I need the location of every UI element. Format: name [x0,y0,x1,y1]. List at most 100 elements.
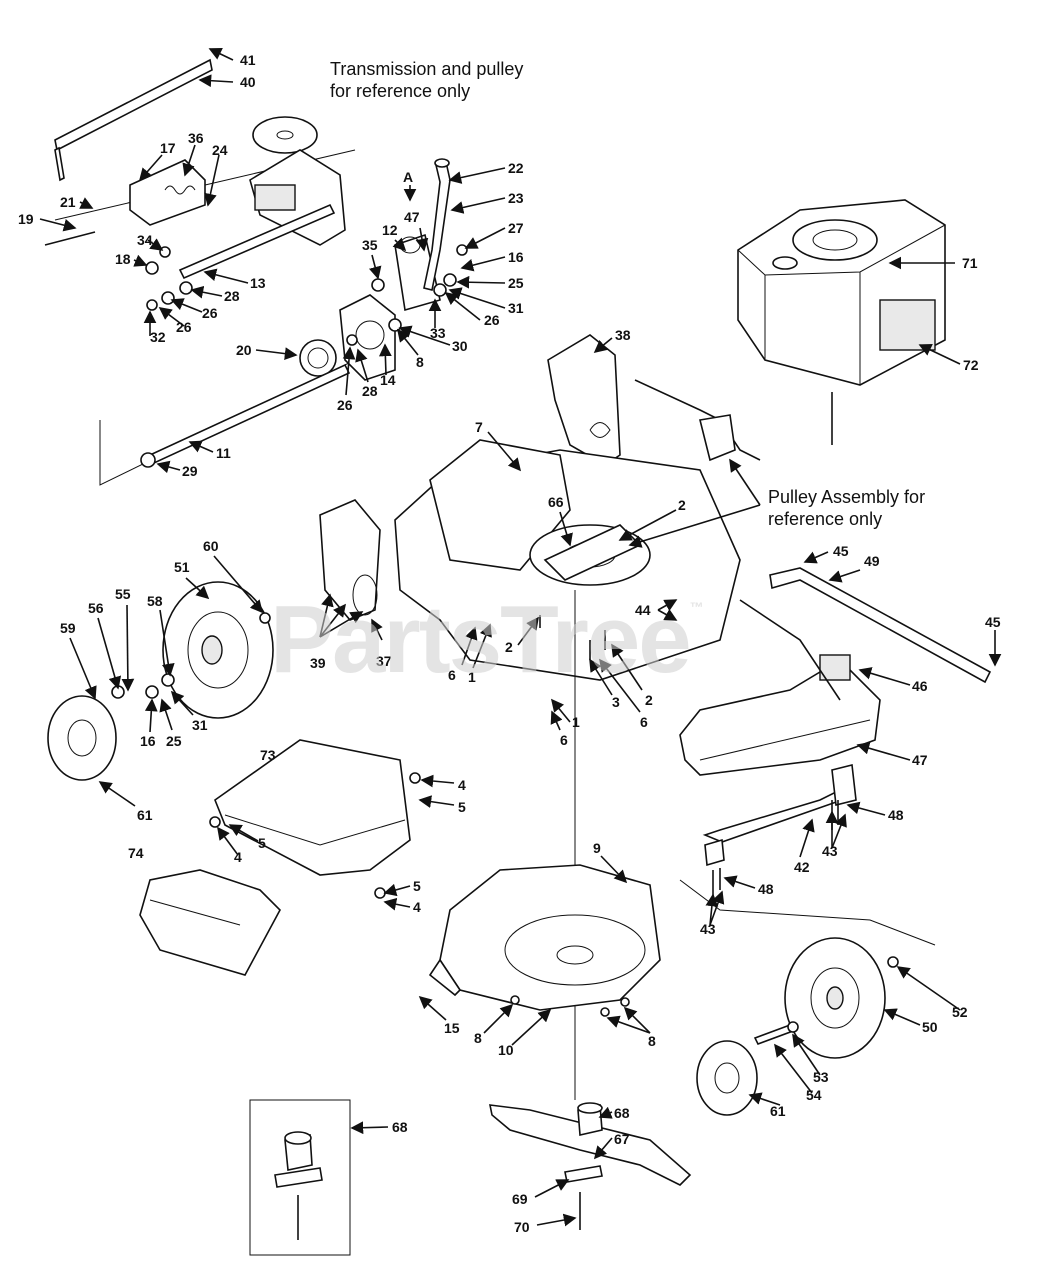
part-label: 2 [645,692,653,708]
part-label: 26 [176,319,192,335]
washer [145,261,159,275]
part-label: 14 [380,372,396,388]
transmission-gearbox [254,184,296,211]
engine-plate [547,334,621,466]
part-label: 48 [758,881,774,897]
part-label: 20 [236,342,252,358]
rear-flap-hinge [819,654,851,681]
watermark: PartsTree™ [270,585,704,695]
throttle-bracket [699,414,736,462]
pin-19 [44,231,96,246]
rear-axle [148,363,351,465]
part-label: 55 [115,586,131,602]
fuel-cap [772,256,798,270]
part-label: 39 [310,655,326,671]
part-label: 68 [614,1105,630,1121]
part-label: 1 [572,714,580,730]
part-label: 16 [508,249,524,265]
watermark-text: PartsTree [270,586,692,693]
part-label: 68 [392,1119,408,1135]
part-label: 59 [60,620,76,636]
part-label: 27 [508,220,524,236]
hex-shaft [178,203,336,280]
part-label: 10 [498,1042,514,1058]
part-label: 47 [912,752,928,768]
part-label: 3 [612,694,620,710]
part-label: 45 [833,543,849,559]
part-label: 40 [240,74,256,90]
part-label: 6 [560,732,568,748]
part-label: 13 [250,275,266,291]
part-label: 12 [382,222,398,238]
part-label: 31 [192,717,208,733]
part-label: 2 [505,639,513,655]
rear-axle-bar [702,788,843,843]
watermark-tm: ™ [689,599,704,615]
part-label: 45 [985,614,1001,630]
mower-blade [488,1104,692,1186]
pulley-note: Pulley Assembly for reference only [768,486,925,530]
part-label: 25 [166,733,182,749]
engine-air-filter [792,219,878,261]
part-label: 61 [137,807,153,823]
drive-bracket [129,159,206,226]
part-label: 29 [182,463,198,479]
part-label: 33 [430,325,446,341]
part-label: 4 [413,899,421,915]
baffle-bar [54,58,213,152]
leader-lines [39,48,1002,1227]
part-label: 43 [700,921,716,937]
part-label: 67 [614,1131,630,1147]
part-label: 5 [458,799,466,815]
rear-flap [679,658,881,776]
part-label: 35 [362,237,378,253]
part-label: 48 [888,807,904,823]
part-label: 28 [224,288,240,304]
part-label: 17 [160,140,176,156]
part-label: 4 [458,777,466,793]
part-label: 58 [147,593,163,609]
engine-muffler [879,299,936,351]
part-label: 8 [648,1033,656,1049]
part-label: 70 [514,1219,530,1235]
part-label: 71 [962,255,978,271]
part-label: 44 [635,602,651,618]
part-label: 26 [484,312,500,328]
blade-baffle [439,864,661,1011]
pulley-note-line: reference only [768,509,883,529]
part-label: 26 [337,397,353,413]
handle-bracket [769,567,992,684]
baffle-bracket [54,146,65,182]
part-label: 66 [548,494,564,510]
pulley-note-line: Pulley Assembly for [768,487,926,507]
part-label: 47 [404,209,420,225]
chute-cover [139,869,281,976]
part-label: 28 [362,383,378,399]
part-label: 41 [240,52,256,68]
side-discharge-chute [214,739,411,876]
inset-box [249,1099,351,1256]
part-label: 31 [508,300,524,316]
part-label: 2 [678,497,686,513]
transmission-note-line: for reference only [330,81,471,101]
axle-bushing [140,452,156,468]
part-label: 4 [234,849,242,865]
part-label: 30 [452,338,468,354]
part-label: 19 [18,211,34,227]
part-label: 18 [115,251,131,267]
part-label: 6 [640,714,648,730]
part-label: 22 [508,160,524,176]
throttle-cable [634,379,761,461]
height-lever [423,160,451,291]
part-label: 54 [806,1087,822,1103]
part-label: 24 [212,142,228,158]
part-label: 38 [615,327,631,343]
transmission-note: Transmission and pulley for reference on… [330,58,523,102]
engine-group [737,199,946,445]
rear-hubcap [696,1040,758,1116]
part-label: 7 [475,419,483,435]
part-label: 42 [794,859,810,875]
part-label: 52 [952,1004,968,1020]
